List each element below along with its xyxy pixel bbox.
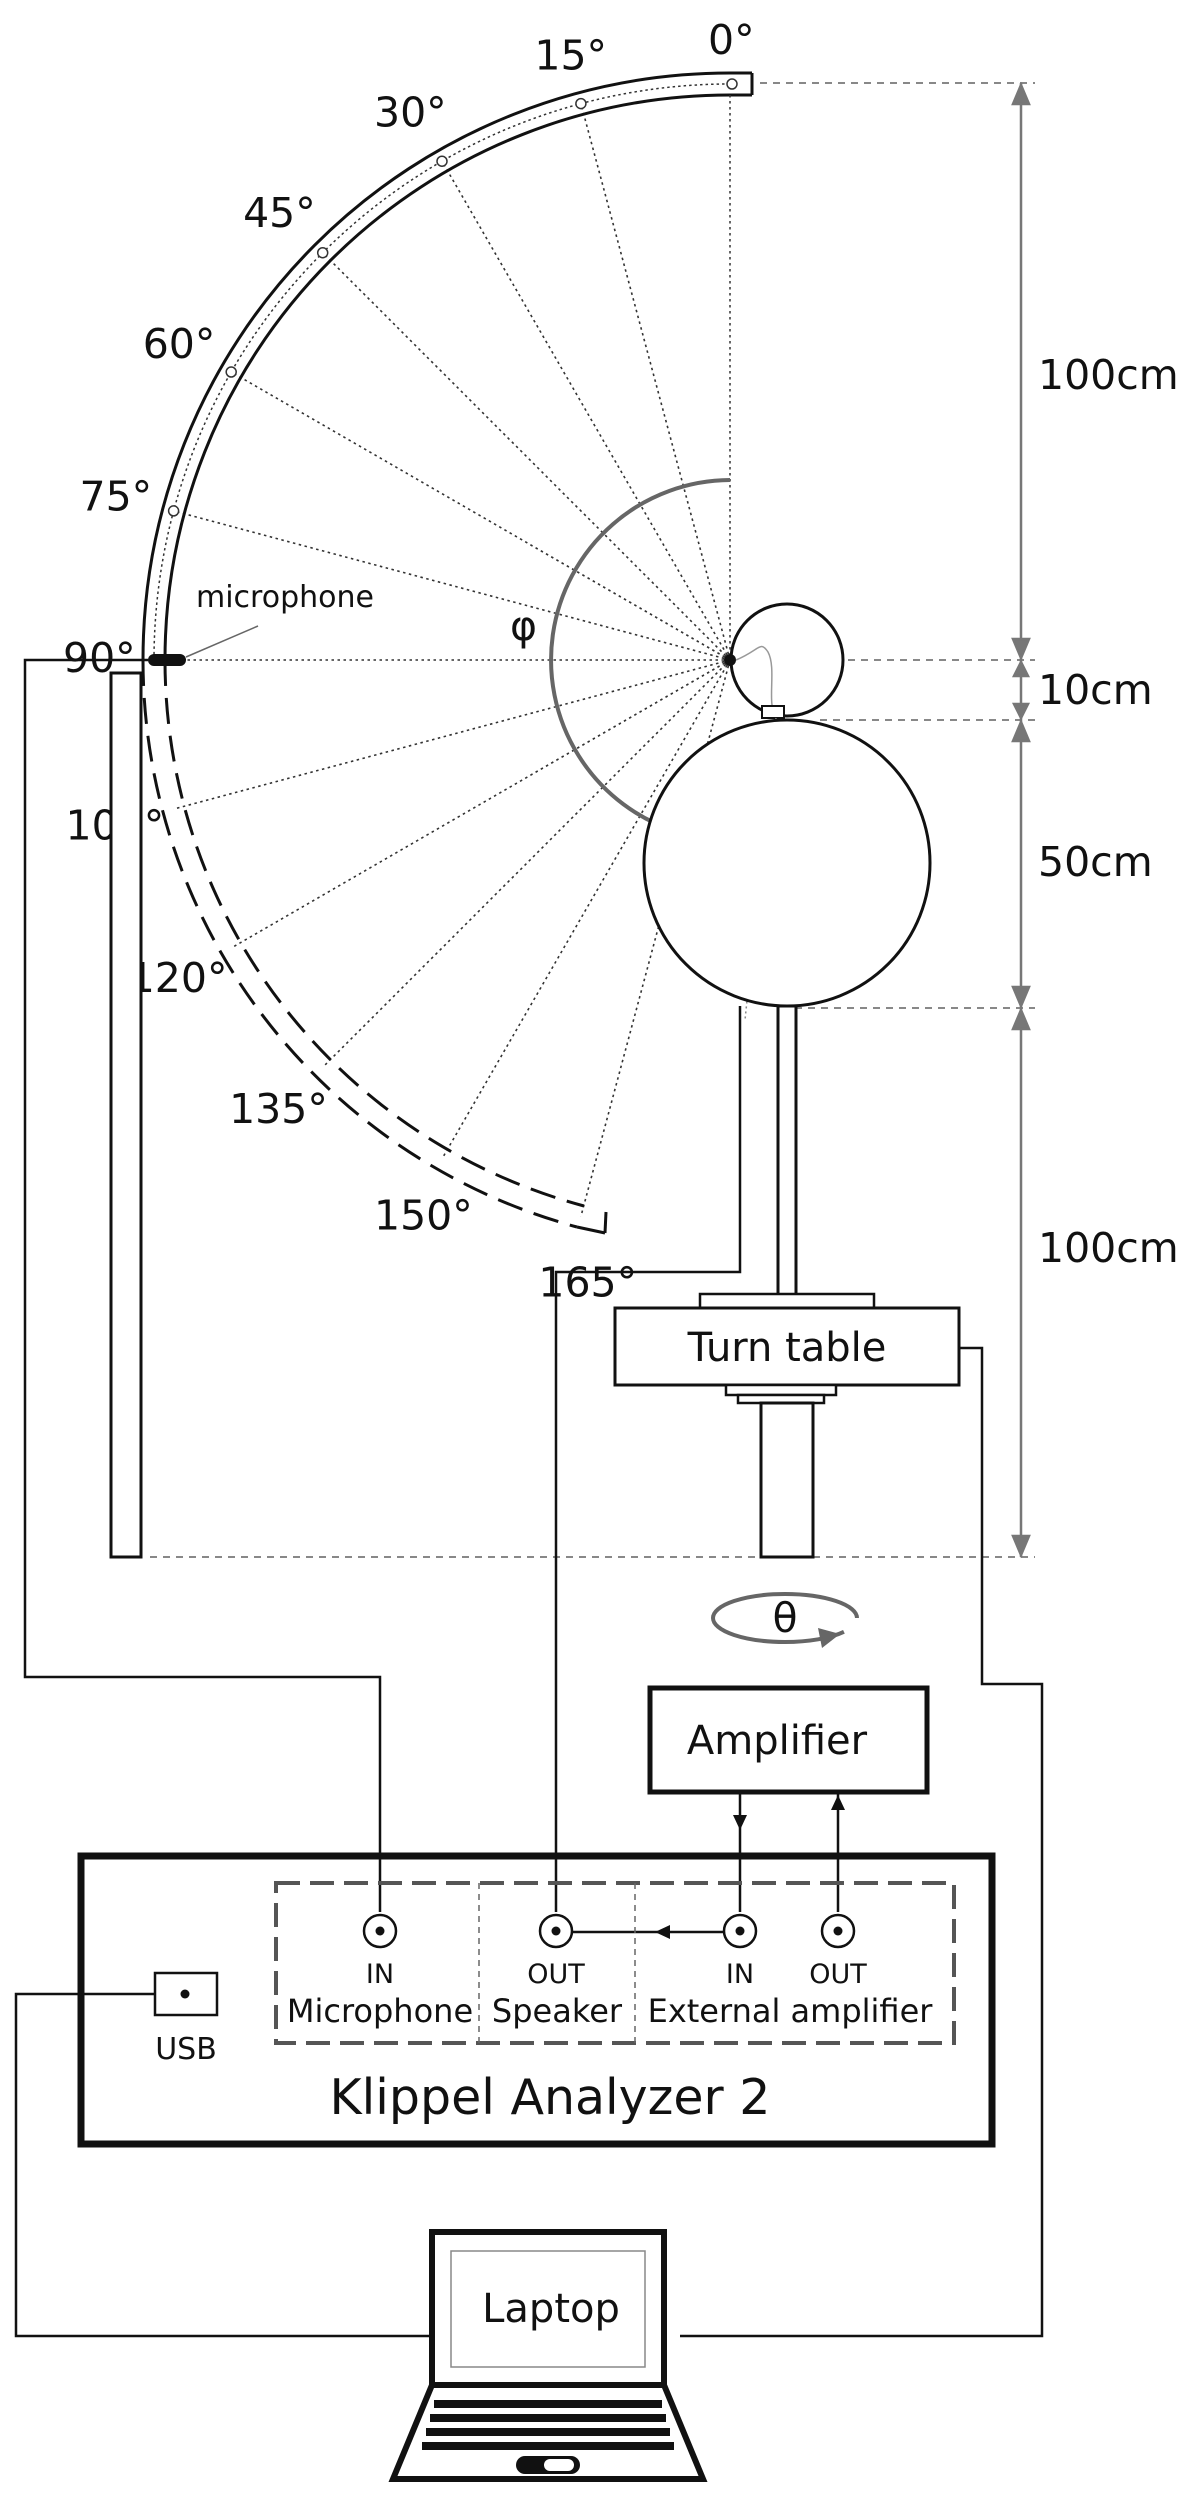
microphone-icon [148, 654, 186, 666]
dimension-arrows [1011, 81, 1031, 1559]
angle-label-0: 0° [708, 16, 755, 64]
head [729, 602, 845, 718]
arc-continuation-inner [163, 659, 585, 1208]
head-wiring [735, 645, 781, 719]
arc-marker-15 [575, 97, 587, 110]
ext-out-label: OUT [809, 1959, 867, 1990]
angle-label-165: 165° [538, 1259, 637, 1307]
laptop-label: Laptop [482, 2286, 620, 2332]
arc-outer [141, 71, 731, 661]
dimension-bottom-label: 100cm [1038, 1224, 1179, 1272]
usb-port-center [180, 1989, 190, 1999]
microphone-group-label: Microphone [287, 1992, 473, 2030]
amplifier [647, 1685, 930, 1795]
microphone-stand [109, 671, 143, 1559]
ext-out-to-amp-arrowhead-icon [831, 1795, 845, 1810]
speaker-group-label: Speaker [492, 1992, 623, 2030]
angle-ray-15 [580, 103, 731, 661]
amplifier-label: Amplifier [687, 1718, 868, 1764]
angle-label-60: 60° [143, 320, 216, 368]
turn-table-plate [698, 1292, 876, 1310]
arc-marker-30 [436, 155, 448, 167]
laptop-icon [388, 2229, 708, 2482]
dimension-head-label: 10cm [1038, 666, 1153, 714]
io-panel [274, 1881, 956, 2045]
usb-label: USB [155, 2032, 217, 2067]
arc-continuation-cap-side [603, 1211, 608, 1234]
cables [14, 658, 1044, 2338]
amp-to-ext-in-arrowhead-icon [733, 1815, 747, 1830]
angle-label-75: 75° [80, 472, 153, 520]
mic-in-label: IN [366, 1959, 394, 1990]
stand-pole [776, 1004, 798, 1298]
angle-label-135: 135° [229, 1085, 328, 1133]
microphone-leader [185, 625, 259, 658]
angle-label-45: 45° [243, 189, 316, 237]
turn-table [613, 1306, 961, 1387]
angle-ray-135 [322, 659, 731, 1068]
angle-ray-75 [173, 510, 731, 661]
theta-label: θ [772, 1594, 797, 1642]
angle-labels: 0°15°30°45°60°75°90°105°120°135°150°165° [63, 16, 755, 1307]
theta-arrowhead-icon [818, 1628, 840, 1648]
internal-link-arrowhead-icon [655, 1925, 670, 1939]
angle-label-15: 15° [534, 32, 607, 80]
arc-position-markers [167, 97, 587, 517]
theta-rotation-arrow [711, 1592, 859, 1644]
phi-label: φ [510, 602, 537, 650]
analyzer-label: Klippel Analyzer 2 [330, 2069, 771, 2126]
angle-ray-60 [230, 371, 731, 661]
dimension-torso-label: 50cm [1038, 838, 1153, 886]
angle-ray-30 [441, 160, 731, 661]
turn-table-base-collar [724, 1383, 838, 1397]
arc-marker-75 [167, 505, 180, 517]
dimension-top-label: 100cm [1038, 351, 1179, 399]
arc-pivot-icon [726, 78, 738, 90]
klippel-analyzer [77, 1852, 996, 2148]
ext-in-label: IN [726, 1959, 754, 1990]
turn-table-label: Turn table [687, 1325, 887, 1371]
speaker-icon [724, 654, 736, 666]
phi-rotation-arrow [549, 478, 731, 834]
arc-inner [163, 93, 731, 661]
torso [642, 718, 932, 1008]
angle-ray-45 [322, 252, 731, 661]
speaker-out-label: OUT [527, 1959, 585, 1990]
microphone-label: microphone [196, 580, 374, 615]
angle-rays [154, 103, 731, 1217]
arc-marker-45 [316, 246, 329, 259]
angle-label-120: 120° [129, 954, 228, 1002]
angle-label-30: 30° [374, 89, 447, 137]
angle-label-150: 150° [374, 1191, 473, 1239]
turn-table-shaft [759, 1401, 815, 1559]
arc-marker-60 [225, 366, 237, 378]
neck [761, 705, 785, 719]
io-connector-centers [375, 1926, 843, 1936]
angle-ray-105 [173, 659, 731, 810]
arc-continuation-cap [576, 1225, 606, 1235]
arc-continuation-outer [141, 659, 578, 1229]
external-amplifier-group-label: External amplifier [648, 1992, 934, 2030]
